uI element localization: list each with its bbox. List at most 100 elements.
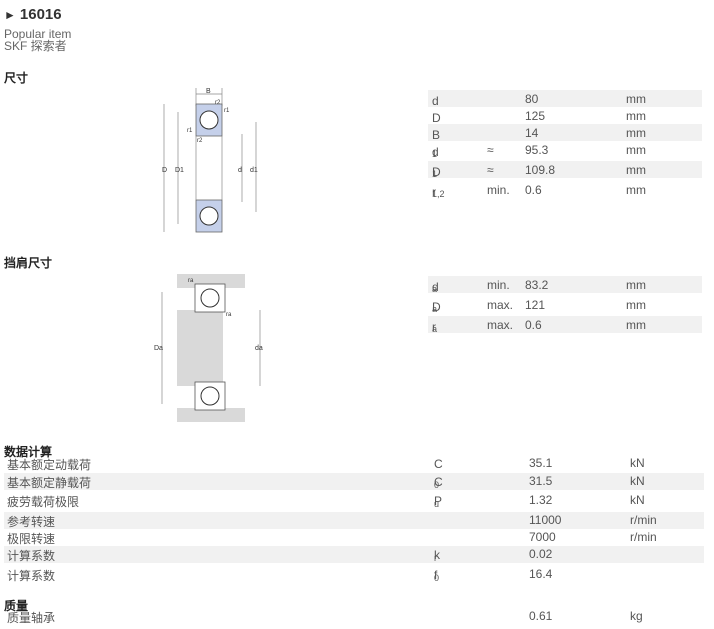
abutment-heading: 挡肩尺寸 [4, 256, 53, 270]
spec-unit: mm [626, 126, 646, 140]
spec-unit: mm [626, 318, 646, 332]
calc-label: 基本额定动载荷 [7, 458, 92, 472]
label-da: da [255, 345, 263, 352]
product-title: ►16016 [4, 6, 62, 23]
popular-item-label: Popular item [4, 27, 72, 41]
calc-unit: kg [630, 609, 643, 623]
spec-subscript: a [432, 324, 438, 334]
spec-value: 80 [525, 92, 539, 106]
spec-value: 125 [525, 109, 546, 123]
spec-qualifier: max. [487, 298, 514, 312]
spec-value: 0.6 [525, 318, 542, 332]
calc-label: 计算系数 [7, 569, 56, 583]
arrow-icon: ► [4, 8, 16, 22]
label-d: d [238, 167, 242, 174]
calc-row: 质量轴承 0.61 kg [4, 608, 704, 625]
calc-unit: kN [630, 474, 645, 488]
calc-value: 31.5 [529, 474, 553, 488]
spec-qualifier: min. [487, 278, 510, 292]
spec-unit: mm [626, 143, 646, 157]
label-r1-side: r1 [187, 128, 193, 134]
calc-label: 质量轴承 [7, 611, 56, 625]
calc-label: 参考转速 [7, 515, 56, 529]
calc-subscript: r [434, 553, 437, 563]
spec-qualifier: max. [487, 318, 514, 332]
spec-unit: mm [626, 109, 646, 123]
spec-unit: mm [626, 183, 646, 197]
calc-subscript: 0 [434, 573, 440, 583]
spec-subscript: 1 [432, 169, 438, 179]
abutment-dimension-drawing: ra ra Da da [154, 274, 263, 422]
skf-explorer-label: SKF 探索者 [4, 39, 67, 53]
spec-unit: mm [626, 163, 646, 177]
spec-unit: mm [626, 92, 646, 106]
label-Da: Da [154, 345, 163, 352]
mass-heading: 质量 [4, 599, 29, 613]
spec-value: 14 [525, 126, 539, 140]
label-D1: D1 [175, 167, 184, 174]
calc-value: 11000 [529, 513, 562, 527]
spec-value: 83.2 [525, 278, 549, 292]
calc-label: 基本额定静载荷 [7, 476, 92, 490]
spec-subscript: 1,2 [432, 189, 445, 199]
product-number: 16016 [19, 6, 62, 23]
calc-value: 7000 [529, 530, 556, 544]
spec-subscript: a [432, 284, 438, 294]
spec-subscript: 1 [432, 149, 438, 159]
spec-qualifier: ≈ [487, 163, 494, 177]
spec-value: 121 [525, 298, 546, 312]
spec-value: 95.3 [525, 143, 549, 157]
bearing-dimension-drawing: B r2 r1 r1 r2 D D1 d d1 [162, 88, 258, 233]
calc-unit: r/min [630, 530, 657, 544]
calc-label: 极限转速 [7, 532, 56, 546]
label-r2: r2 [215, 100, 221, 106]
calc-subscript: u [434, 499, 440, 509]
calc-subscript: 0 [434, 480, 440, 490]
calc-value: 0.02 [529, 547, 553, 561]
calc-label: 计算系数 [7, 549, 56, 563]
calc-value: 0.61 [529, 609, 553, 623]
calc-unit: r/min [630, 513, 657, 527]
dimensions-heading: 尺寸 [4, 71, 29, 85]
calc-label: 疲劳载荷极限 [7, 495, 80, 509]
spec-value: 109.8 [525, 163, 556, 177]
label-ra-top: ra [188, 278, 194, 284]
calculation-heading: 数据计算 [4, 445, 53, 459]
calc-value: 16.4 [529, 567, 553, 581]
spec-value: 0.6 [525, 183, 542, 197]
label-r1-top: r1 [224, 108, 230, 114]
label-r2-side: r2 [197, 138, 203, 144]
spec-subscript: a [432, 304, 438, 314]
spec-qualifier: ≈ [487, 143, 494, 157]
calc-row: 极限转速 7000 r/min [4, 529, 704, 546]
spec-unit: mm [626, 298, 646, 312]
calc-value: 35.1 [529, 456, 553, 470]
label-d1: d1 [250, 167, 258, 174]
calc-row: 参考转速 11000 r/min [4, 512, 704, 529]
label-ra-side: ra [226, 312, 232, 318]
calc-unit: kN [630, 456, 645, 470]
label-B: B [206, 88, 211, 95]
